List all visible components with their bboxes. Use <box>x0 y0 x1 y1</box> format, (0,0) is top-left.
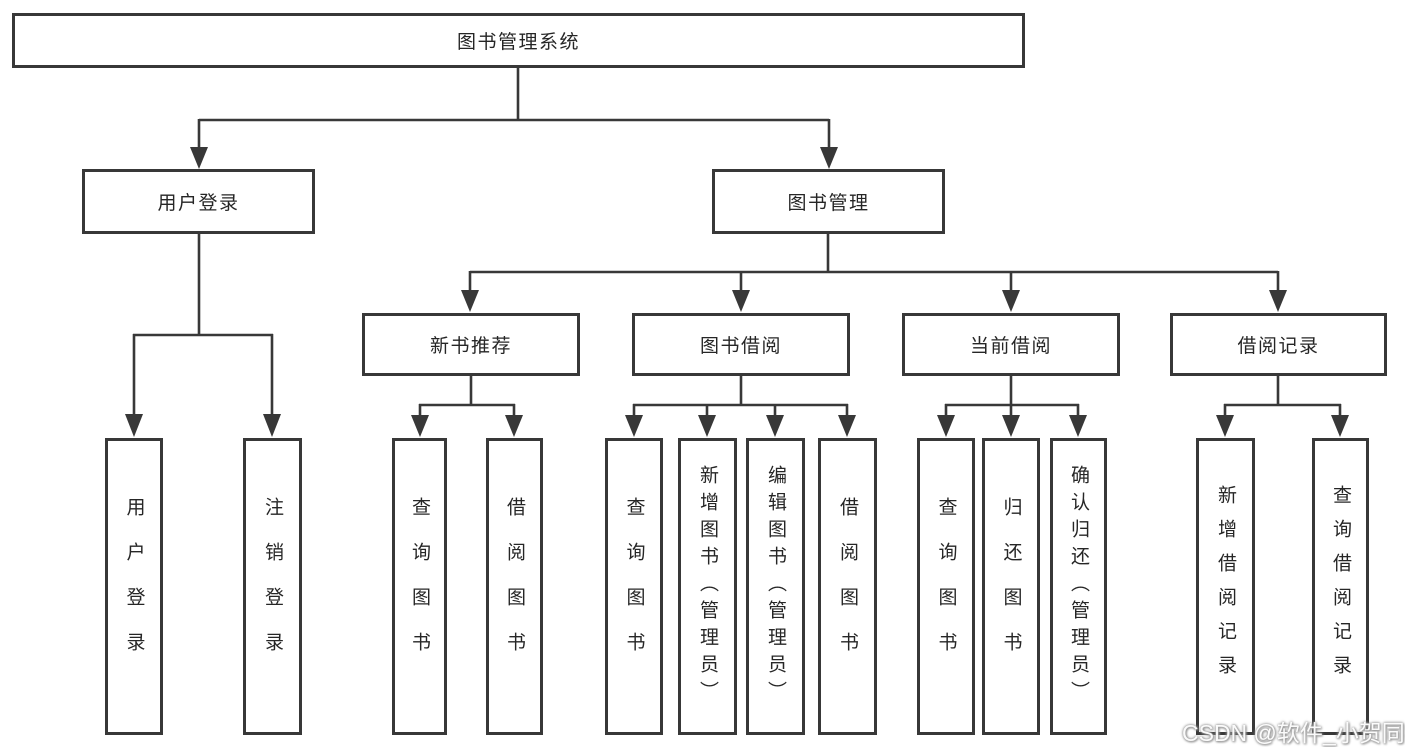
node-new-book-recommend: 新书推荐 <box>362 313 580 376</box>
node-library-management-system: 图书管理系统 <box>12 13 1025 68</box>
leaf-add-borrow-record: 新增借阅记录 <box>1196 438 1255 735</box>
leaf-confirm-return-admin: 确认归还（管理员） <box>1050 438 1107 735</box>
node-label: 新增图书（管理员） <box>697 465 718 708</box>
node-label: 新增借阅记录 <box>1215 484 1236 689</box>
node-label: 新书推荐 <box>429 336 512 357</box>
node-label: 查询图书 <box>409 496 430 677</box>
connector-current-children <box>937 376 1087 437</box>
node-book-borrowing: 图书借阅 <box>632 313 850 376</box>
leaf-query-books: 查询图书 <box>392 438 447 735</box>
node-borrowing-records: 借阅记录 <box>1170 313 1387 376</box>
leaf-edit-books-admin: 编辑图书（管理员） <box>746 438 805 735</box>
connector-new-rec-children <box>411 376 523 437</box>
leaf-query-books: 查询图书 <box>917 438 975 735</box>
node-label: 借阅图书 <box>504 496 525 677</box>
node-label: 用户登录 <box>123 496 145 677</box>
node-current-borrowing: 当前借阅 <box>902 313 1120 376</box>
node-label: 编辑图书（管理员） <box>765 465 786 708</box>
leaf-borrow-books: 借阅图书 <box>486 438 543 735</box>
node-label: 注销登录 <box>262 496 283 677</box>
node-label: 借阅图书 <box>837 496 858 677</box>
connector-borrow-children <box>625 376 856 437</box>
leaf-return-books: 归还图书 <box>982 438 1040 735</box>
connector-book-mgmt-to-level3 <box>461 234 1287 312</box>
leaf-query-borrow-record: 查询借阅记录 <box>1312 438 1369 735</box>
leaf-user-login: 用户登录 <box>105 438 163 735</box>
connector-records-children <box>1216 376 1349 437</box>
connector-user-login-children <box>125 234 281 437</box>
node-label: 图书管理系统 <box>456 32 580 53</box>
csdn-watermark: CSDN @软件_小贺同学 <box>1182 720 1405 746</box>
node-label: 查询借阅记录 <box>1330 484 1351 689</box>
node-book-management: 图书管理 <box>712 169 945 234</box>
leaf-logout: 注销登录 <box>243 438 302 735</box>
node-user-login: 用户登录 <box>82 169 315 234</box>
node-label: 借阅记录 <box>1237 336 1320 357</box>
node-label: 查询图书 <box>935 496 957 677</box>
node-label: 归还图书 <box>1000 496 1022 677</box>
node-label: 查询图书 <box>623 496 645 677</box>
node-label: 确认归还（管理员） <box>1068 465 1089 708</box>
node-label: 当前借阅 <box>969 336 1052 357</box>
leaf-query-books: 查询图书 <box>605 438 663 735</box>
node-label: 图书管理 <box>787 193 870 214</box>
leaf-add-books-admin: 新增图书（管理员） <box>678 438 737 735</box>
leaf-borrow-books: 借阅图书 <box>818 438 877 735</box>
connector-root-to-level2 <box>190 68 838 169</box>
node-label: 用户登录 <box>157 193 240 214</box>
node-label: 图书借阅 <box>699 336 782 357</box>
